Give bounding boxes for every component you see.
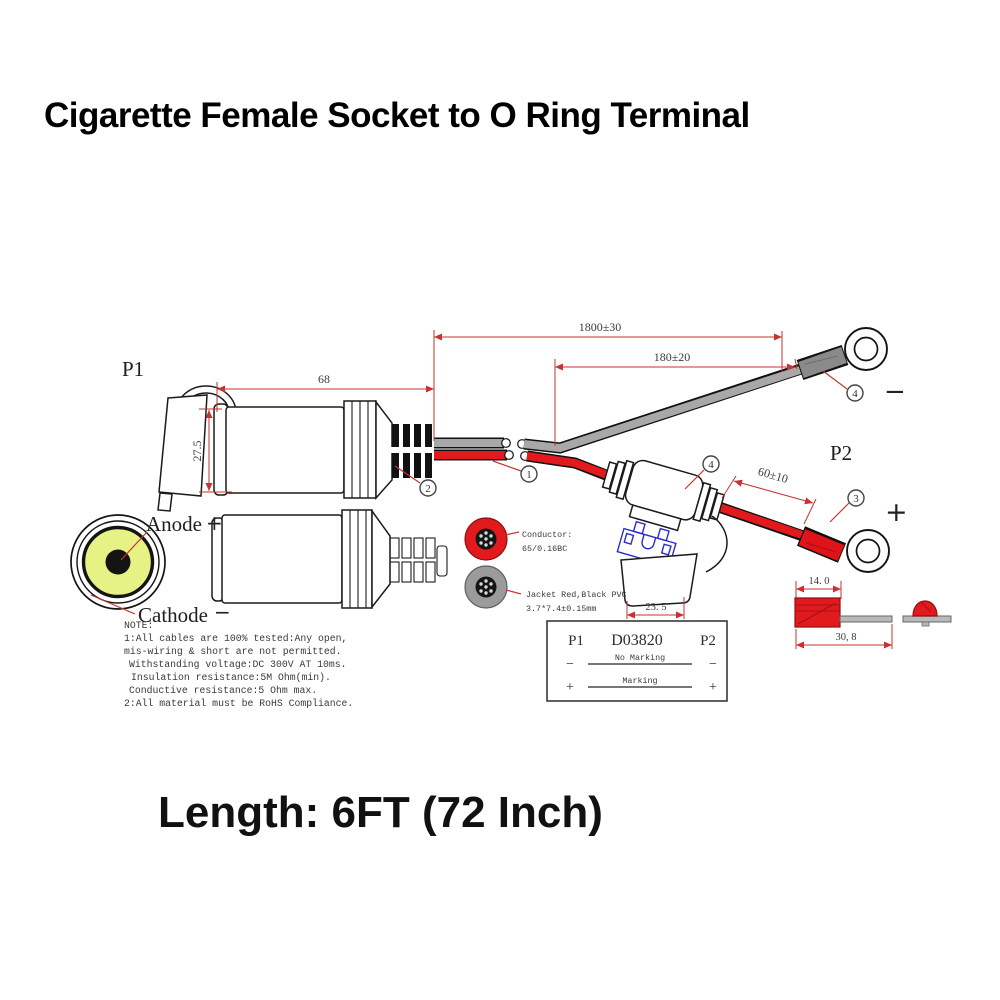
red-wire-branch <box>526 452 612 480</box>
table-marking: Marking <box>622 676 657 686</box>
marking-table: P1 D03820 P2 − No Marking − + Marking + <box>546 620 728 702</box>
anode-plus-sign: + <box>206 511 223 535</box>
conductor-title: Conductor: <box>522 530 572 540</box>
anode-label: Anode <box>146 512 202 536</box>
dim-red-branch: 60±10 <box>756 464 789 486</box>
callout-2 <box>419 479 437 497</box>
gray-heat-shrink <box>798 346 847 379</box>
socket-p1-side-view <box>211 508 448 610</box>
note-line: Insulation resistance:5M Ohm(min). <box>131 672 331 683</box>
terminal-front-bar <box>902 615 952 623</box>
table-p2: P2 <box>700 633 716 649</box>
terminal-detail-views: 14. 0 30, 8 <box>794 576 952 649</box>
callout-4-fuse <box>702 455 720 473</box>
positive-sign: + <box>885 497 908 528</box>
socket-body <box>225 406 345 494</box>
dim-terminal: 30, 8 <box>836 632 857 643</box>
red-sleeve-side <box>794 597 841 628</box>
svg-text:3: 3 <box>853 493 859 505</box>
fuse-cap <box>620 553 698 607</box>
table-code: D03820 <box>611 632 663 649</box>
red-sleeve-front <box>912 600 938 617</box>
fuse-holder-assembly <box>601 459 728 607</box>
socket-face-front-view: Anode + Cathode − <box>70 511 231 627</box>
note-line: 1:All cables are 100% tested:Any open, <box>124 633 347 644</box>
svg-text:−: − <box>566 657 574 672</box>
ring-terminal-positive: + <box>796 497 908 573</box>
dim-overall: 1800±30 <box>579 320 622 334</box>
dimensions: 1800±30 180±20 68 27.5 60±10 23. 5 <box>190 320 817 619</box>
cathode-label: Cathode <box>138 603 208 627</box>
dim-socket-length: 68 <box>318 372 330 386</box>
table-no-marking: No Marking <box>615 653 665 663</box>
wire-cross-sections: Conductor: 65/0.16BC Jacket Red,Black PV… <box>464 517 627 614</box>
socket2-body <box>221 514 343 604</box>
callout-4-ring <box>846 384 864 402</box>
negative-sign: − <box>884 377 906 407</box>
dim-sleeve: 14. 0 <box>809 576 830 587</box>
note-title: NOTE: <box>124 620 153 631</box>
jacket-title: Jacket Red,Black PVC <box>526 590 627 600</box>
dim-fuse-cap: 23. 5 <box>646 602 667 613</box>
note-line: mis-wiring & short are not permitted. <box>124 646 342 657</box>
note-block: NOTE: 1:All cables are 100% tested:Any o… <box>124 620 353 709</box>
cathode-minus-sign: − <box>214 600 231 624</box>
note-line: 2:All material must be RoHS Compliance. <box>124 698 353 709</box>
conductor-spec: 65/0.16BC <box>522 544 567 554</box>
socket-p1-with-cap: P1 <box>122 357 438 512</box>
cap-tether <box>705 515 728 573</box>
page-title: Cigarette Female Socket to O Ring Termin… <box>44 96 750 135</box>
callout-3 <box>847 489 865 507</box>
wires <box>434 363 808 543</box>
callouts: 1 2 3 4 4 <box>394 370 865 523</box>
note-line: Conductive resistance:5 Ohm max. <box>129 685 317 696</box>
p2-label: P2 <box>830 441 852 465</box>
svg-text:2: 2 <box>425 483 431 495</box>
red-heat-shrink <box>798 529 845 561</box>
length-caption: Length: 6FT (72 Inch) <box>158 788 603 837</box>
jacket-spec: 3.7*7.4±0.15mm <box>526 604 596 614</box>
ring-terminal-negative: − <box>796 327 906 407</box>
black-wire-branch <box>523 366 802 453</box>
svg-text:+: + <box>566 680 574 695</box>
p1-label: P1 <box>122 357 144 381</box>
svg-text:4: 4 <box>852 388 858 400</box>
socket-cap <box>158 394 208 497</box>
dim-black-branch: 180±20 <box>654 350 691 364</box>
svg-text:+: + <box>709 680 717 695</box>
note-line: Withstanding voltage:DC 300V AT 10ms. <box>129 659 347 670</box>
svg-text:−: − <box>709 657 717 672</box>
terminal-tab <box>839 615 893 623</box>
table-p1: P1 <box>568 633 584 649</box>
strain-relief-comb <box>390 424 438 478</box>
callout-1 <box>520 465 538 483</box>
svg-text:1: 1 <box>526 469 532 481</box>
strain-relief-outline <box>389 537 448 583</box>
svg-text:4: 4 <box>708 459 714 471</box>
dim-socket-diameter: 27.5 <box>190 441 204 462</box>
